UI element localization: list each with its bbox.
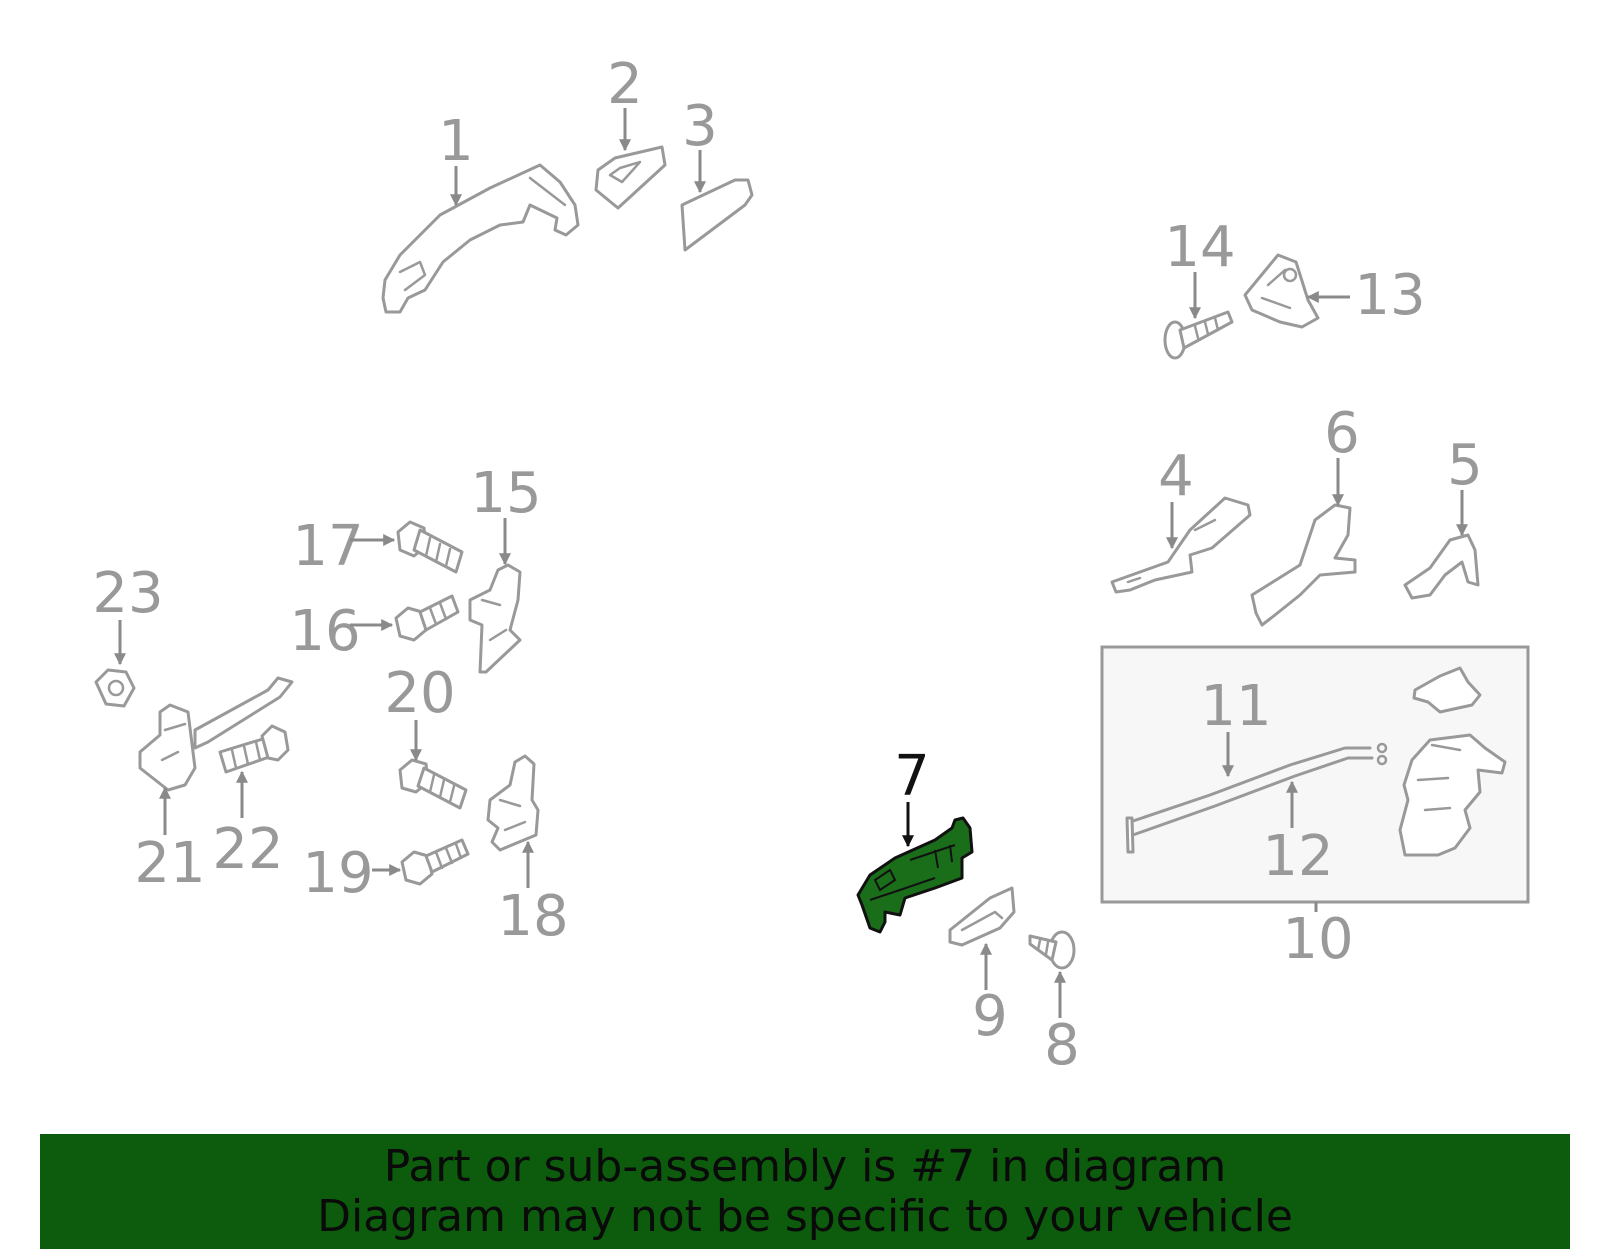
- part-5-clip: [1403, 533, 1480, 600]
- callout-label: 18: [497, 884, 568, 949]
- callout-11: 11: [1200, 674, 1272, 778]
- callout-3: 3: [682, 94, 718, 194]
- part-3-cover-pad: [680, 178, 754, 252]
- callout-label: 1: [438, 109, 474, 174]
- callout-label: 10: [1282, 907, 1353, 972]
- callout-15: 15: [470, 461, 542, 566]
- part-20-bolt: [398, 758, 468, 810]
- callout-19: 19: [302, 841, 402, 906]
- part-4-bracket: [1110, 496, 1252, 594]
- part-21-door-check: [138, 676, 294, 792]
- callout-22: 22: [212, 770, 284, 882]
- callout-label: 17: [292, 514, 363, 579]
- callout-16: 16: [289, 599, 394, 664]
- callout-2: 2: [607, 52, 643, 152]
- callout-4: 4: [1158, 444, 1194, 550]
- part-19-bolt: [400, 838, 470, 886]
- callout-label: 23: [92, 561, 163, 626]
- callout-label: 2: [607, 52, 643, 117]
- part-17-bolt: [396, 520, 464, 574]
- part-14-screw: [1163, 310, 1234, 360]
- part-7-inside-handle: [856, 816, 974, 934]
- callout-label: 9: [972, 984, 1008, 1049]
- part-16-bolt: [394, 594, 460, 642]
- callout-21: 21: [134, 786, 206, 896]
- callout-label: 22: [212, 817, 283, 882]
- callout-17: 17: [292, 514, 396, 579]
- part-1-outer-handle: [381, 163, 580, 314]
- callout-6: 6: [1324, 401, 1360, 507]
- callout-9: 9: [972, 942, 1008, 1049]
- part-8-screw: [1028, 930, 1076, 970]
- callout-label: 15: [470, 461, 541, 526]
- callout-8: 8: [1044, 970, 1080, 1078]
- callout-label: 16: [289, 599, 360, 664]
- part-22-bolt: [218, 724, 290, 774]
- callout-13: 13: [1306, 263, 1426, 328]
- part-23-nut: [94, 668, 136, 708]
- part-15-hinge: [468, 563, 522, 674]
- part-13-striker: [1243, 253, 1320, 329]
- banner-line-2: Diagram may not be specific to your vehi…: [317, 1190, 1293, 1242]
- callout-14: 14: [1164, 215, 1236, 320]
- info-banner: Part or sub-assembly is #7 in diagram Di…: [40, 1134, 1570, 1249]
- callout-label: 14: [1164, 215, 1235, 280]
- callout-label: 12: [1262, 824, 1333, 889]
- callout-label: 13: [1354, 263, 1425, 328]
- callout-label: 11: [1200, 674, 1271, 739]
- callout-label: 5: [1447, 433, 1483, 498]
- callout-label: 4: [1158, 444, 1194, 509]
- callout-20: 20: [384, 661, 456, 762]
- callout-23: 23: [92, 561, 164, 666]
- callout-7: 7: [894, 744, 930, 848]
- subassembly-box-10: [1100, 645, 1530, 904]
- part-9-bezel: [948, 886, 1016, 947]
- banner-line-1: Part or sub-assembly is #7 in diagram: [383, 1140, 1227, 1192]
- callout-label-highlighted: 7: [894, 744, 930, 809]
- parts-diagram: 1 2 3 14 13 4: [92, 52, 1530, 1078]
- callout-label: 20: [384, 661, 455, 726]
- callout-label: 19: [302, 841, 373, 906]
- callout-18: 18: [497, 840, 569, 949]
- callout-label: 3: [682, 94, 718, 159]
- callout-label: 21: [134, 831, 205, 896]
- callout-label: 8: [1044, 1013, 1080, 1078]
- part-2-handle-cap: [594, 145, 667, 210]
- callout-10: 10: [1282, 902, 1354, 972]
- callout-12: 12: [1262, 780, 1334, 889]
- part-6-bracket: [1250, 503, 1357, 627]
- callout-1: 1: [438, 109, 474, 207]
- callout-5: 5: [1447, 433, 1483, 537]
- callout-label: 6: [1324, 401, 1360, 466]
- part-18-hinge: [486, 754, 540, 852]
